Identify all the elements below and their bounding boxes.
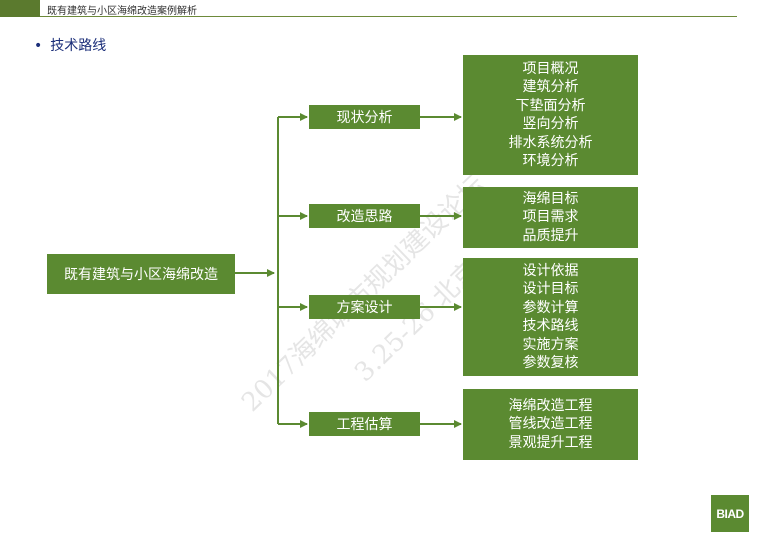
leaf-node-renovation-approach: 海绵目标 项目需求 品质提升 bbox=[463, 187, 638, 248]
leaf-item: 设计依据 bbox=[522, 262, 579, 279]
leaf-item: 竖向分析 bbox=[522, 116, 579, 132]
bullet-marker: • bbox=[34, 38, 43, 54]
leaf-item: 管线改造工程 bbox=[508, 416, 593, 433]
leaf-item: 海绵目标 bbox=[522, 190, 579, 207]
biad-logo: BIAD bbox=[711, 495, 749, 532]
branch-node-scheme-design: 方案设计 bbox=[309, 295, 420, 319]
leaf-item: 设计目标 bbox=[522, 281, 579, 297]
leaf-item: 项目概况 bbox=[522, 60, 579, 77]
leaf-node-status-analysis: 项目概况 建筑分析 下垫面分析 竖向分析 排水系统分析 环境分析 bbox=[463, 55, 638, 175]
leaf-item: 项目需求 bbox=[522, 209, 579, 226]
header-accent-bar bbox=[0, 0, 40, 17]
leaf-item: 技术路线 bbox=[522, 318, 579, 334]
leaf-item: 环境分析 bbox=[522, 153, 579, 169]
header-title: 既有建筑与小区海绵改造案例解析 bbox=[47, 6, 197, 17]
leaf-item: 排水系统分析 bbox=[508, 134, 593, 151]
branch-node-renovation-approach: 改造思路 bbox=[309, 204, 420, 228]
branch-node-status-analysis: 现状分析 bbox=[309, 105, 420, 129]
leaf-item: 参数计算 bbox=[522, 299, 579, 316]
leaf-node-cost-estimate: 海绵改造工程 管线改造工程 景观提升工程 bbox=[463, 389, 638, 460]
section-title-text: 技术路线 bbox=[50, 38, 107, 54]
leaf-item: 下垫面分析 bbox=[515, 97, 586, 114]
leaf-item: 景观提升工程 bbox=[508, 434, 593, 451]
section-title: • 技术路线 bbox=[34, 35, 106, 55]
branch-node-cost-estimate: 工程估算 bbox=[309, 412, 420, 436]
leaf-node-scheme-design: 设计依据 设计目标 参数计算 技术路线 实施方案 参数复核 bbox=[463, 258, 638, 376]
leaf-item: 海绵改造工程 bbox=[508, 397, 593, 414]
leaf-item: 建筑分析 bbox=[522, 79, 579, 95]
leaf-item: 实施方案 bbox=[522, 336, 579, 353]
leaf-item: 品质提升 bbox=[522, 227, 579, 244]
header-divider bbox=[40, 16, 737, 17]
root-node: 既有建筑与小区海绵改造 bbox=[47, 254, 235, 294]
leaf-item: 参数复核 bbox=[522, 355, 579, 371]
